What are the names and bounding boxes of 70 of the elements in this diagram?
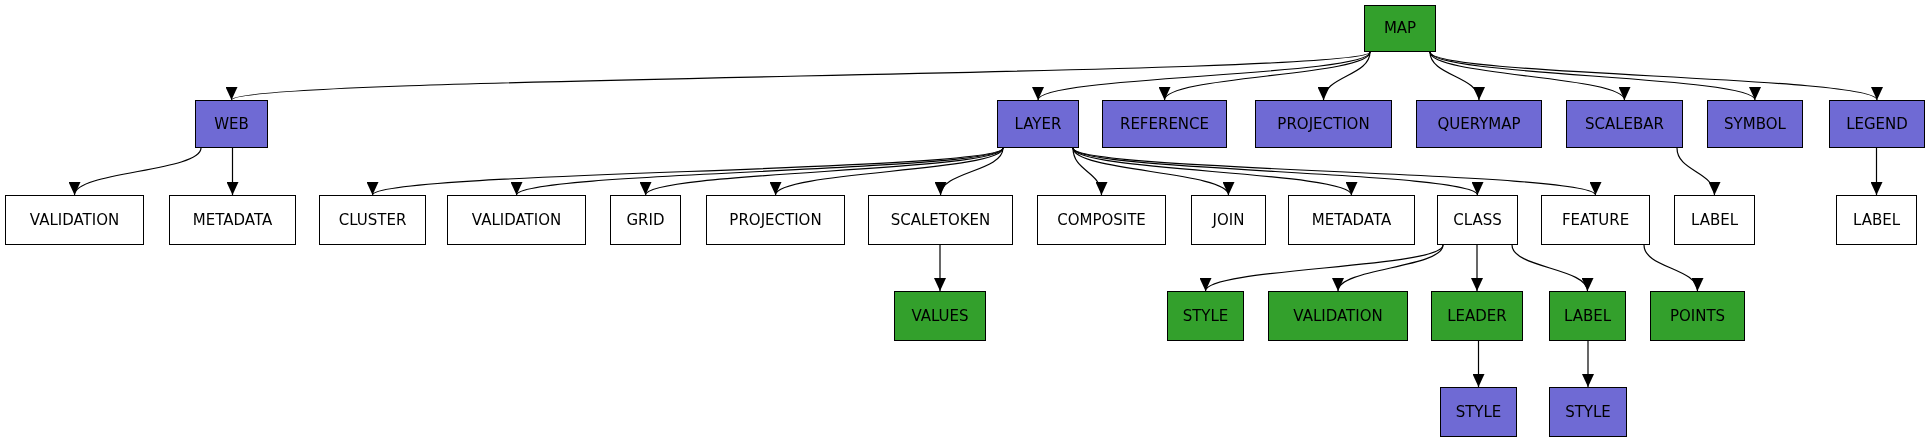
node-label: CLUSTER: [338, 209, 407, 231]
arrow: [1643, 244, 1701, 292]
tree-node-box: [195, 100, 268, 148]
tree-node-box: [1288, 195, 1415, 245]
node-label: VALIDATION: [29, 209, 120, 231]
node-label: COMPOSITE: [1057, 209, 1146, 231]
node-label: SYMBOL: [1724, 113, 1786, 135]
tree-node-box: [894, 291, 986, 341]
tree-node-box: [1707, 100, 1803, 148]
tree-node-box: [1650, 291, 1745, 341]
node-label: SCALETOKEN: [890, 209, 991, 231]
tree-node-box: [1674, 195, 1755, 245]
arrow: [1870, 147, 1883, 196]
node-label: LEGEND: [1846, 113, 1908, 135]
tree-node-box: [1364, 5, 1436, 52]
tree-node-box: [1437, 195, 1518, 245]
tree-node-box: [997, 100, 1079, 148]
arrow: [934, 244, 946, 292]
tree-node-box: [1268, 291, 1408, 341]
arrow: [1582, 340, 1594, 388]
node-label: FEATURE: [1561, 209, 1630, 231]
tree-node-box: [319, 195, 426, 245]
tree-node-box: [1102, 100, 1227, 148]
tree-node-box: [5, 195, 144, 245]
node-label: LAYER: [1014, 113, 1062, 135]
tree-node-box: [1836, 195, 1917, 245]
tree-node-box: [706, 195, 845, 245]
node-label: LEADER: [1447, 305, 1507, 327]
tree-node-box: [1255, 100, 1392, 148]
node-label: PROJECTION: [729, 209, 822, 231]
tree-node-box: [1167, 291, 1244, 341]
tree-node-box: [1191, 195, 1266, 245]
node-label: LABEL: [1690, 209, 1739, 231]
tree-node-box: [1829, 100, 1925, 148]
node-label: SCALEBAR: [1584, 113, 1665, 135]
node-label: JOIN: [1212, 209, 1245, 231]
node-label: CLASS: [1453, 209, 1502, 231]
tree-node-box: [1566, 100, 1683, 148]
node-label: QUERYMAP: [1437, 113, 1521, 135]
tree-node-box: [1416, 100, 1542, 148]
node-label: STYLE: [1565, 401, 1611, 423]
node-label: GRID: [626, 209, 665, 231]
arrow: [1472, 340, 1485, 388]
node-label: POINTS: [1669, 305, 1726, 327]
tree-node-box: [610, 195, 681, 245]
node-label: STYLE: [1182, 305, 1229, 327]
tree-node-box: [868, 195, 1013, 245]
arrow: [1471, 244, 1483, 292]
arrow: [1676, 147, 1719, 196]
node-label: WEB: [214, 113, 249, 135]
node-label: LABEL: [1563, 305, 1612, 327]
node-label: VALUES: [911, 305, 969, 327]
node-label: VALIDATION: [1293, 305, 1383, 327]
tree-node-box: [1549, 291, 1626, 341]
node-label: REFERENCE: [1119, 113, 1210, 135]
node-label: MAP: [1383, 18, 1417, 40]
tree-node-box: [1541, 195, 1650, 245]
node-label: STYLE: [1455, 401, 1502, 423]
tree-node-box: [1431, 291, 1523, 341]
tree-node-box: [1440, 387, 1517, 437]
node-label: METADATA: [192, 209, 273, 231]
tree-node-box: [447, 195, 586, 245]
node-label: PROJECTION: [1277, 113, 1370, 135]
tree-node-box: [1037, 195, 1166, 245]
node-label: METADATA: [1311, 209, 1392, 231]
tree-node-box: [169, 195, 296, 245]
tree-node-box: [1549, 387, 1627, 437]
arrow: [226, 147, 239, 196]
node-label: VALIDATION: [471, 209, 562, 231]
node-label: LABEL: [1852, 209, 1901, 231]
